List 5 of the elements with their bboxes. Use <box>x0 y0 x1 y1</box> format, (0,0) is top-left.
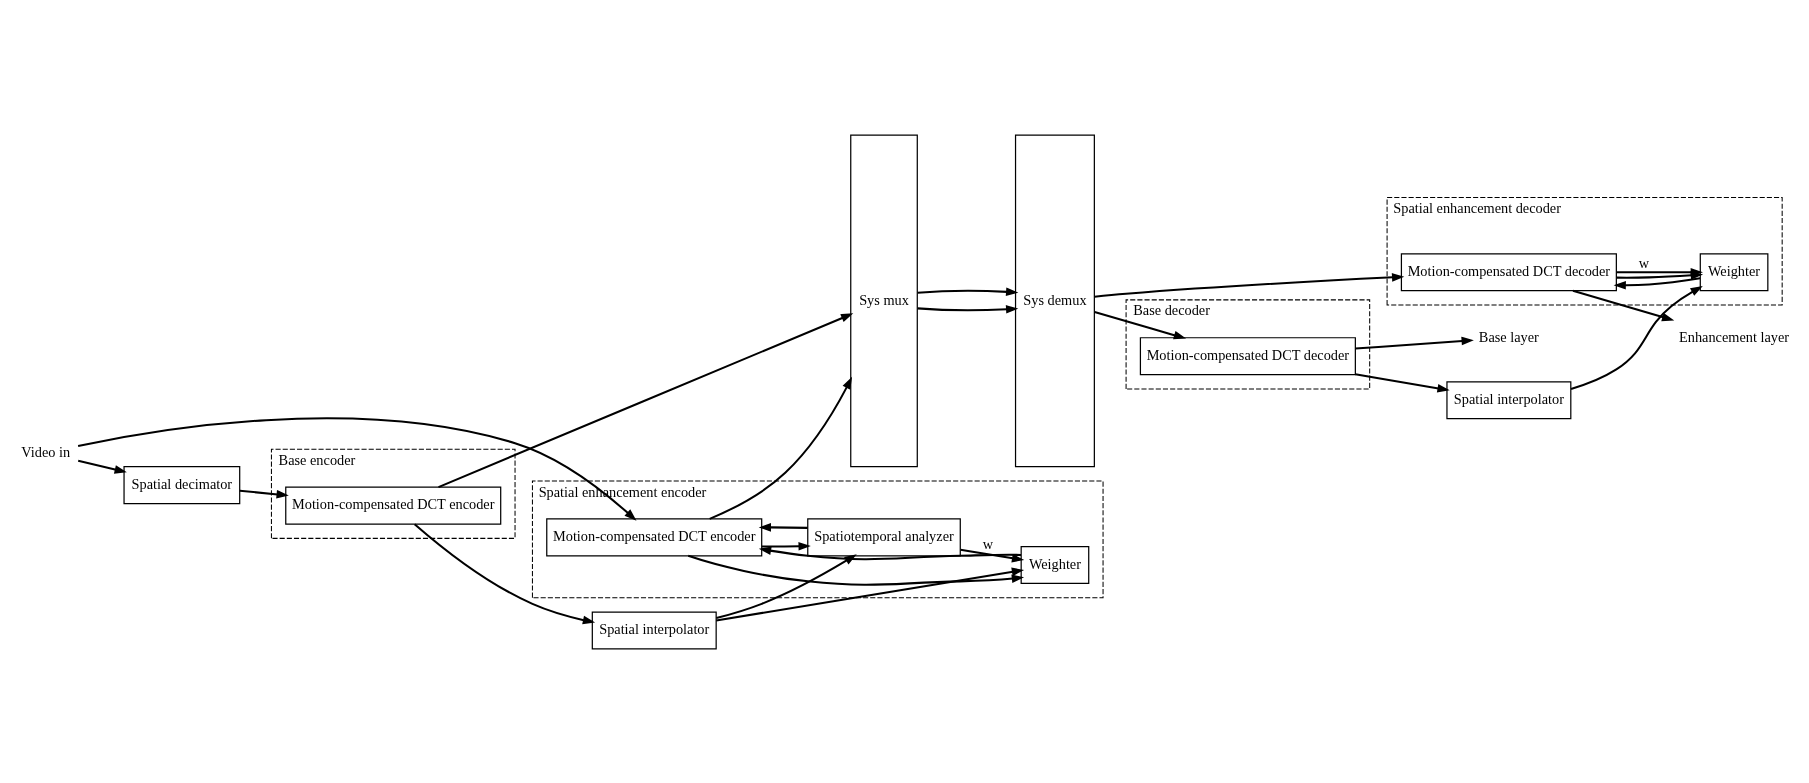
node-text: Base layer <box>1478 328 1539 345</box>
node-text: Video in <box>20 443 70 460</box>
edge-label: w <box>982 535 993 552</box>
node-text: Enhancement layer <box>1678 328 1789 345</box>
edge-label: w <box>1638 254 1649 271</box>
